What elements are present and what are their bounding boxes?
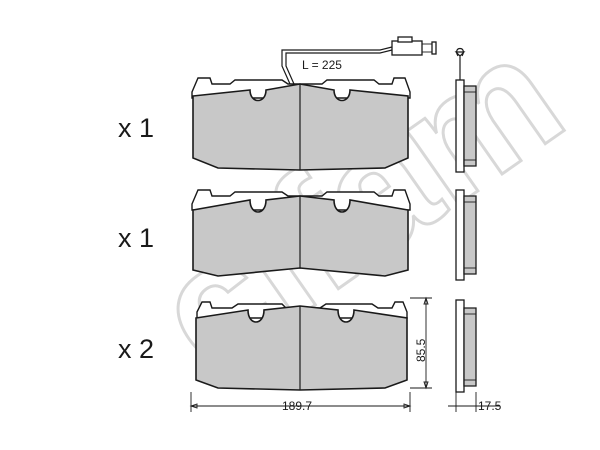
side-view-1 [454, 47, 477, 173]
brake-pad-3 [195, 301, 408, 391]
width-dimension [189, 392, 412, 412]
brake-pad-1 [191, 36, 437, 171]
thickness-dimension [448, 392, 500, 412]
quantity-label-1: x 1 [118, 113, 154, 143]
height-dimension-label: 85.5 [414, 338, 428, 362]
quantity-label-2: x 1 [118, 223, 154, 253]
wire-length-label: L = 225 [302, 58, 342, 72]
side-view-3 [455, 299, 477, 393]
side-view-2 [455, 189, 477, 281]
quantity-label-3: x 2 [118, 334, 154, 364]
thickness-dimension-label: 17.5 [478, 399, 502, 413]
width-dimension-label: 189.7 [282, 399, 312, 413]
brake-pad-2 [191, 189, 411, 277]
height-dimension [410, 296, 432, 390]
